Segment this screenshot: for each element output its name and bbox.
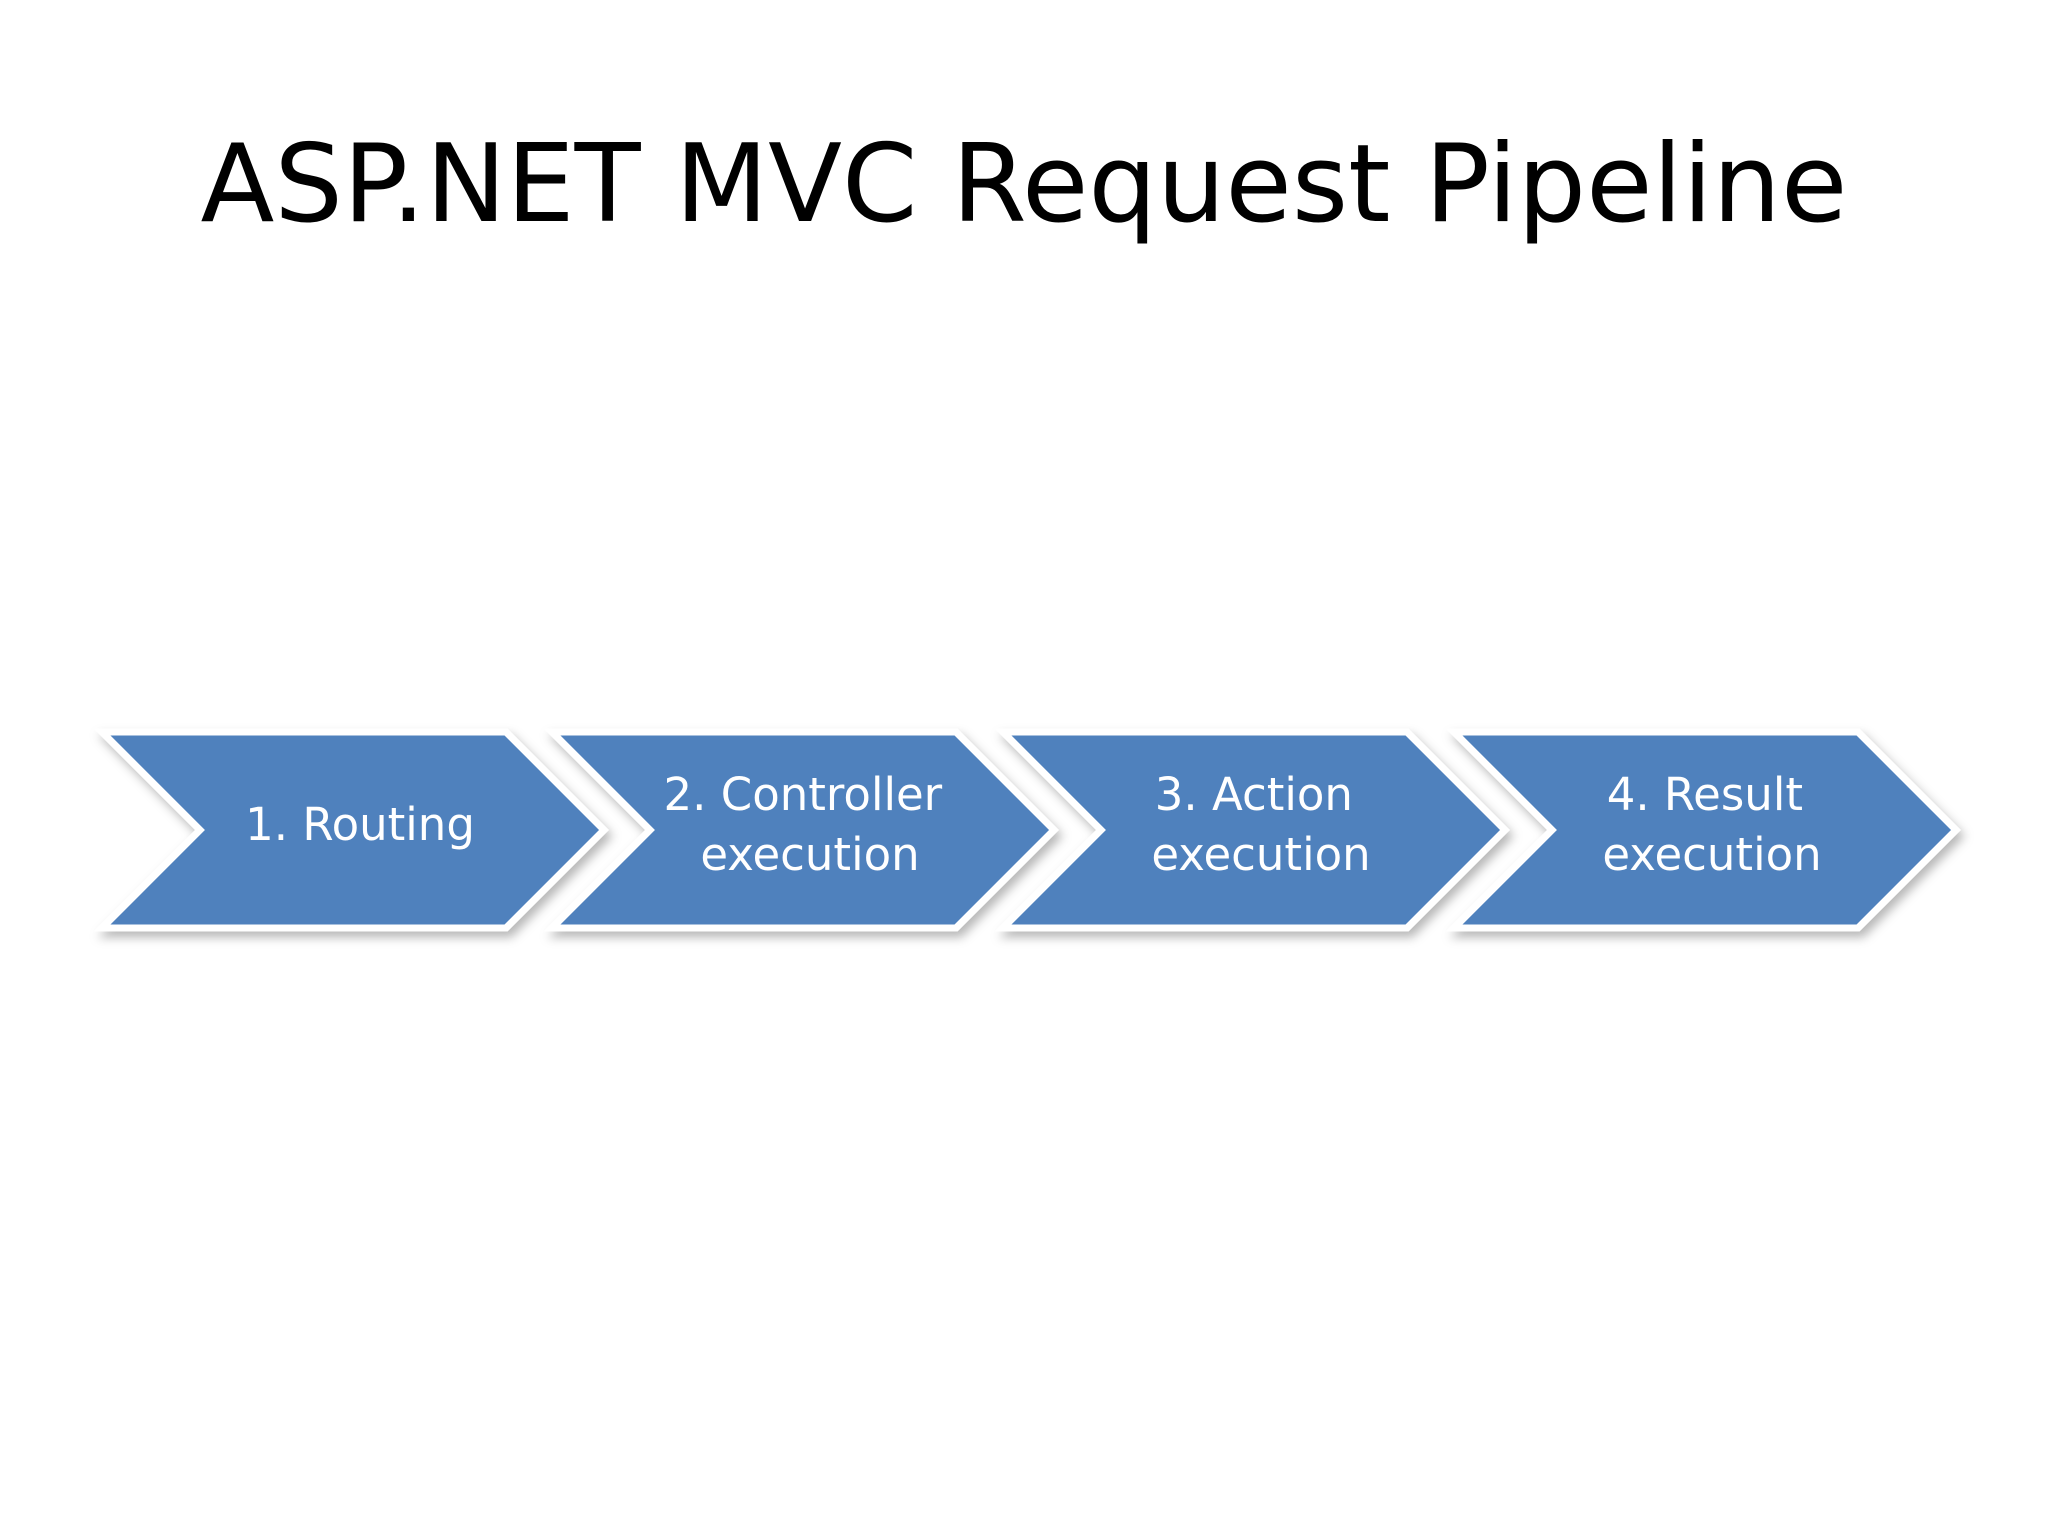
- chevron-shape: [93, 728, 609, 932]
- step-label-line: execution: [1602, 828, 1821, 881]
- chevron-shape: [994, 728, 1510, 932]
- pipeline-step-controller-execution: 2. Controller execution: [543, 728, 1059, 932]
- step-label: 3. Action execution: [1151, 768, 1370, 881]
- pipeline-step-action-execution: 3. Action execution: [994, 728, 1510, 932]
- slide-title: ASP.NET MVC Request Pipeline: [200, 122, 1848, 247]
- step-label-line: execution: [1151, 828, 1370, 881]
- step-label-line: 1. Routing: [245, 798, 475, 851]
- pipeline-step-routing: 1. Routing: [93, 728, 609, 932]
- step-label-line: 3. Action: [1155, 768, 1353, 821]
- step-label-line: execution: [700, 828, 919, 881]
- chevron-shape: [1445, 728, 1961, 932]
- pipeline-step-result-execution: 4. Result execution: [1445, 728, 1961, 932]
- step-label-line: 2. Controller: [664, 768, 943, 821]
- step-label: 2. Controller execution: [664, 768, 957, 881]
- step-label: 4. Result execution: [1602, 768, 1821, 881]
- step-label-line: 4. Result: [1607, 768, 1803, 821]
- chevron-shape: [543, 728, 1059, 932]
- step-label: 1. Routing: [245, 798, 475, 851]
